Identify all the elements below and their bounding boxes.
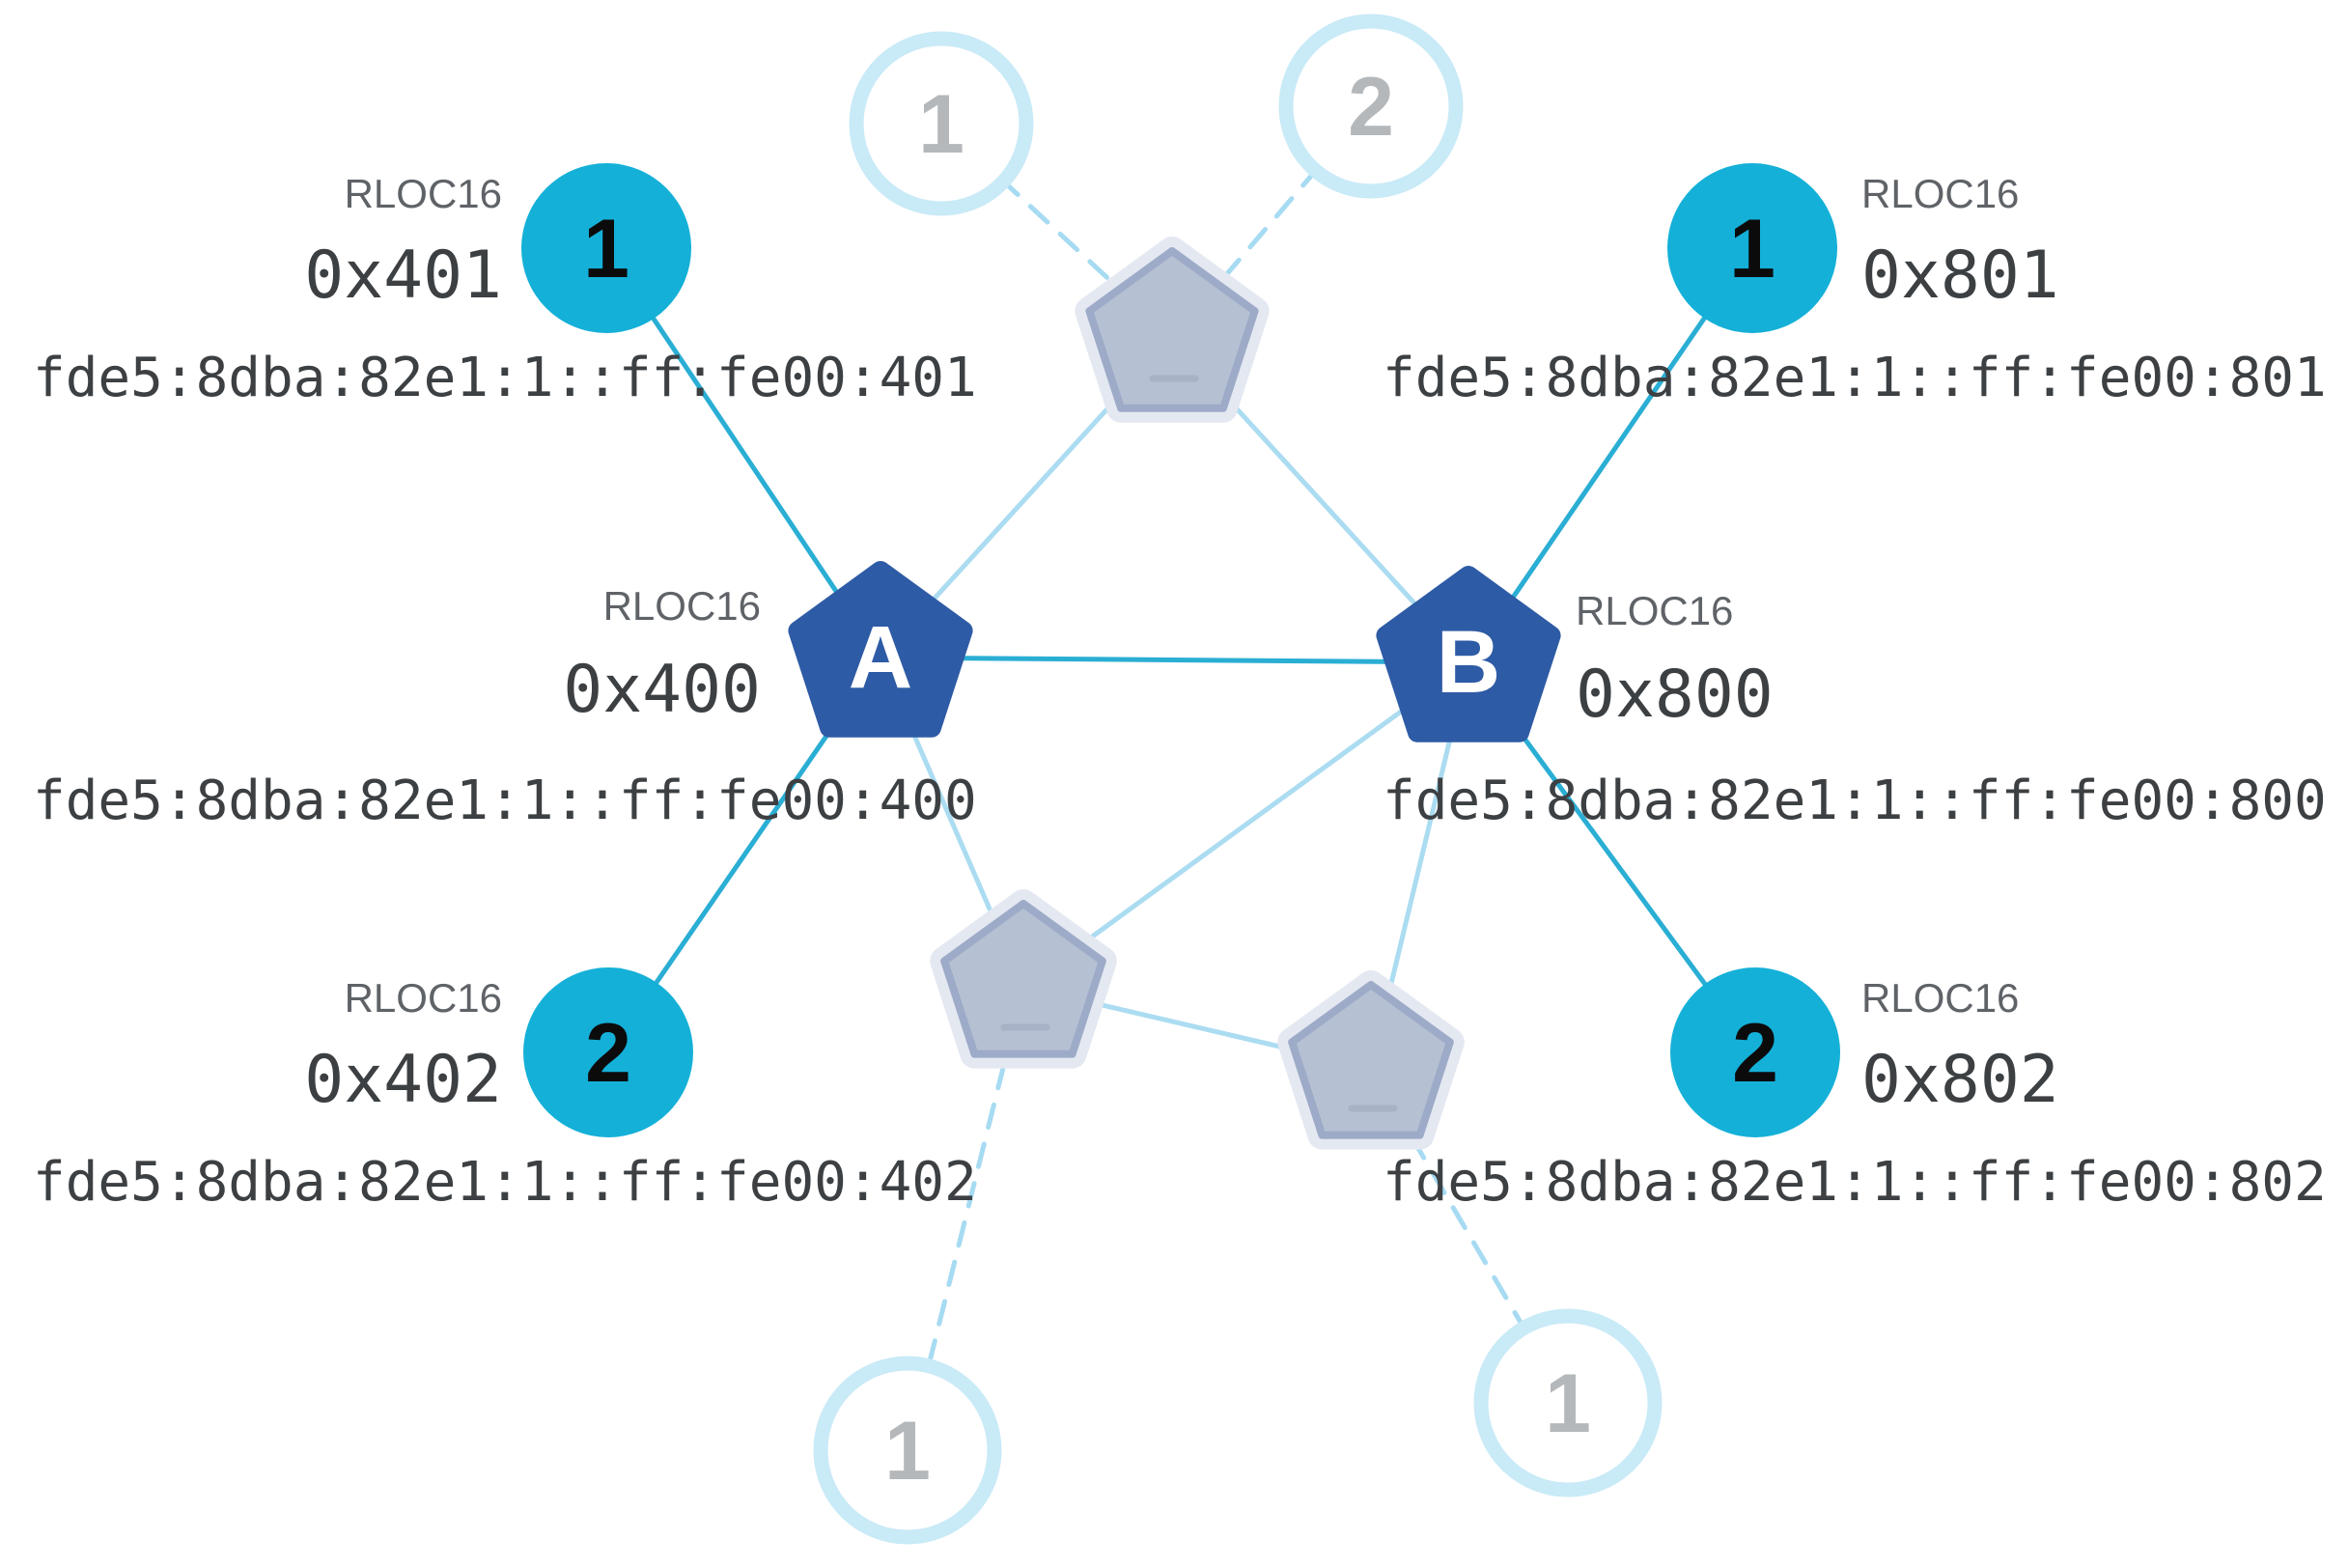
child-b1-rloc16-label: RLOC16 — [1861, 171, 2019, 216]
router-b-letter: B — [1437, 613, 1500, 712]
child-b1-circle-icon — [1667, 163, 1837, 333]
child-a2-number: 2 — [585, 1007, 631, 1100]
faded-child-number: 1 — [884, 1405, 931, 1498]
faded-child-circle-icon — [849, 31, 1034, 216]
child-a1-rloc16-label: RLOC16 — [345, 171, 502, 216]
router-a-rloc16-value: 0x400 — [563, 652, 761, 728]
faded-child-circle-icon — [1473, 1308, 1663, 1498]
child-a1-number: 1 — [583, 203, 629, 295]
child-a1-circle-icon — [521, 163, 691, 333]
faded-child-number: 1 — [1545, 1358, 1591, 1450]
router-a-ipv6-address: fde5:8dba:82e1:1::ff:fe00:400 — [33, 770, 977, 832]
child-b1-ipv6-address: fde5:8dba:82e1:1::ff:fe00:801 — [1383, 347, 2327, 409]
child-a2-circle-icon — [523, 967, 693, 1137]
child-b2-rloc16-label: RLOC16 — [1861, 975, 2019, 1021]
child-a1-ipv6-address: fde5:8dba:82e1:1::ff:fe00:401 — [33, 347, 977, 409]
child-b2-circle-icon — [1670, 967, 1840, 1137]
faded-child-circle-icon — [813, 1356, 1002, 1545]
child-a1-node: 1 — [521, 163, 691, 333]
router-a-pentagon-icon — [788, 561, 973, 738]
router-b-ipv6-address: fde5:8dba:82e1:1::ff:fe00:800 — [1383, 770, 2327, 832]
faded-router-top — [1075, 237, 1270, 423]
faded-child-top-2: 2 — [1278, 14, 1464, 199]
router-b-rloc16-value: 0x800 — [1576, 657, 1774, 733]
faded-child-number: 1 — [918, 78, 964, 171]
router-b-rloc16-label: RLOC16 — [1576, 588, 1733, 633]
child-a2-rloc16-label: RLOC16 — [345, 975, 502, 1021]
router-a-rloc16-label: RLOC16 — [603, 583, 761, 629]
faded-child-bottom-left: 1 — [813, 1356, 1002, 1545]
labels-layer: RLOC16 0x401 fde5:8dba:82e1:1::ff:fe00:4… — [33, 171, 2327, 1214]
faded-child-circle-icon — [1278, 14, 1464, 199]
faded-router-bottom-left-pentagon-icon — [940, 900, 1106, 1058]
child-b1-node: 1 — [1667, 163, 1837, 333]
child-b2-ipv6-address: fde5:8dba:82e1:1::ff:fe00:802 — [1383, 1151, 2327, 1214]
faded-router-top-pentagon-icon — [1085, 247, 1259, 412]
child-b1-rloc16-value: 0x801 — [1861, 238, 2059, 314]
child-a1-rloc16-value: 0x401 — [304, 238, 502, 314]
router-a-node: A — [788, 561, 973, 738]
router-a-letter: A — [849, 608, 912, 707]
edge-b-to-bottom-left-router — [1021, 659, 1470, 990]
router-b-node: B — [1376, 566, 1561, 742]
child-a2-ipv6-address: fde5:8dba:82e1:1::ff:fe00:402 — [33, 1151, 977, 1214]
faded-child-top-1: 1 — [849, 31, 1034, 216]
child-b2-node: 2 — [1670, 967, 1840, 1137]
faded-router-bottom-left — [930, 889, 1117, 1069]
child-b1-number: 1 — [1729, 203, 1775, 295]
child-a2-node: 2 — [523, 967, 693, 1137]
child-b2-rloc16-value: 0x802 — [1861, 1042, 2059, 1118]
child-b2-number: 2 — [1732, 1007, 1778, 1100]
faded-router-bottom-right — [1277, 970, 1465, 1150]
child-a2-rloc16-value: 0x402 — [304, 1042, 502, 1118]
faded-child-bottom-right: 1 — [1473, 1308, 1663, 1498]
edge-router-a-to-router-b — [880, 655, 1469, 665]
router-b-pentagon-icon — [1376, 566, 1561, 742]
faded-router-bottom-right-pentagon-icon — [1288, 981, 1454, 1139]
faded-child-number: 2 — [1348, 61, 1394, 154]
